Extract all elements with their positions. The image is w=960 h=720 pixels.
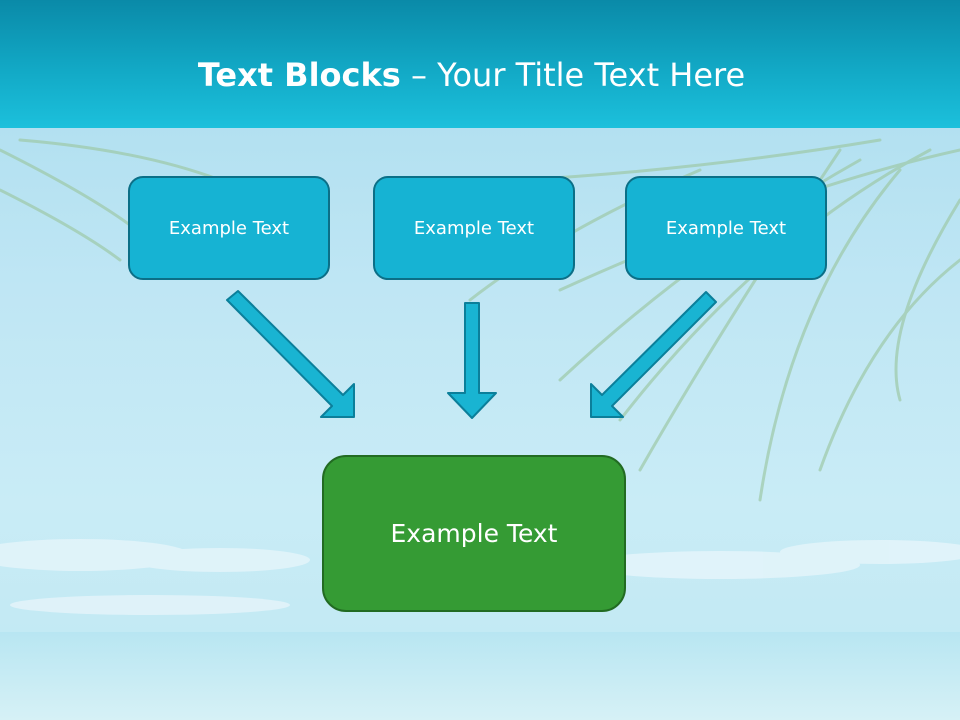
result-block[interactable]: Example Text: [322, 455, 626, 612]
slide-title: Text Blocks – Your Title Text Here: [0, 54, 943, 96]
title-rest: Your Title Text Here: [437, 56, 746, 94]
title-separator: –: [410, 56, 427, 94]
title-band: [0, 0, 960, 128]
arrow-right: [590, 291, 717, 418]
text-block-3[interactable]: Example Text: [625, 176, 827, 280]
title-bold: Text Blocks: [197, 56, 401, 94]
text-block-1[interactable]: Example Text: [128, 176, 330, 280]
arrow-left: [226, 290, 355, 418]
text-block-2[interactable]: Example Text: [373, 176, 575, 280]
clouds: [0, 539, 960, 615]
arrow-center: [447, 302, 497, 419]
sea: [0, 632, 960, 720]
